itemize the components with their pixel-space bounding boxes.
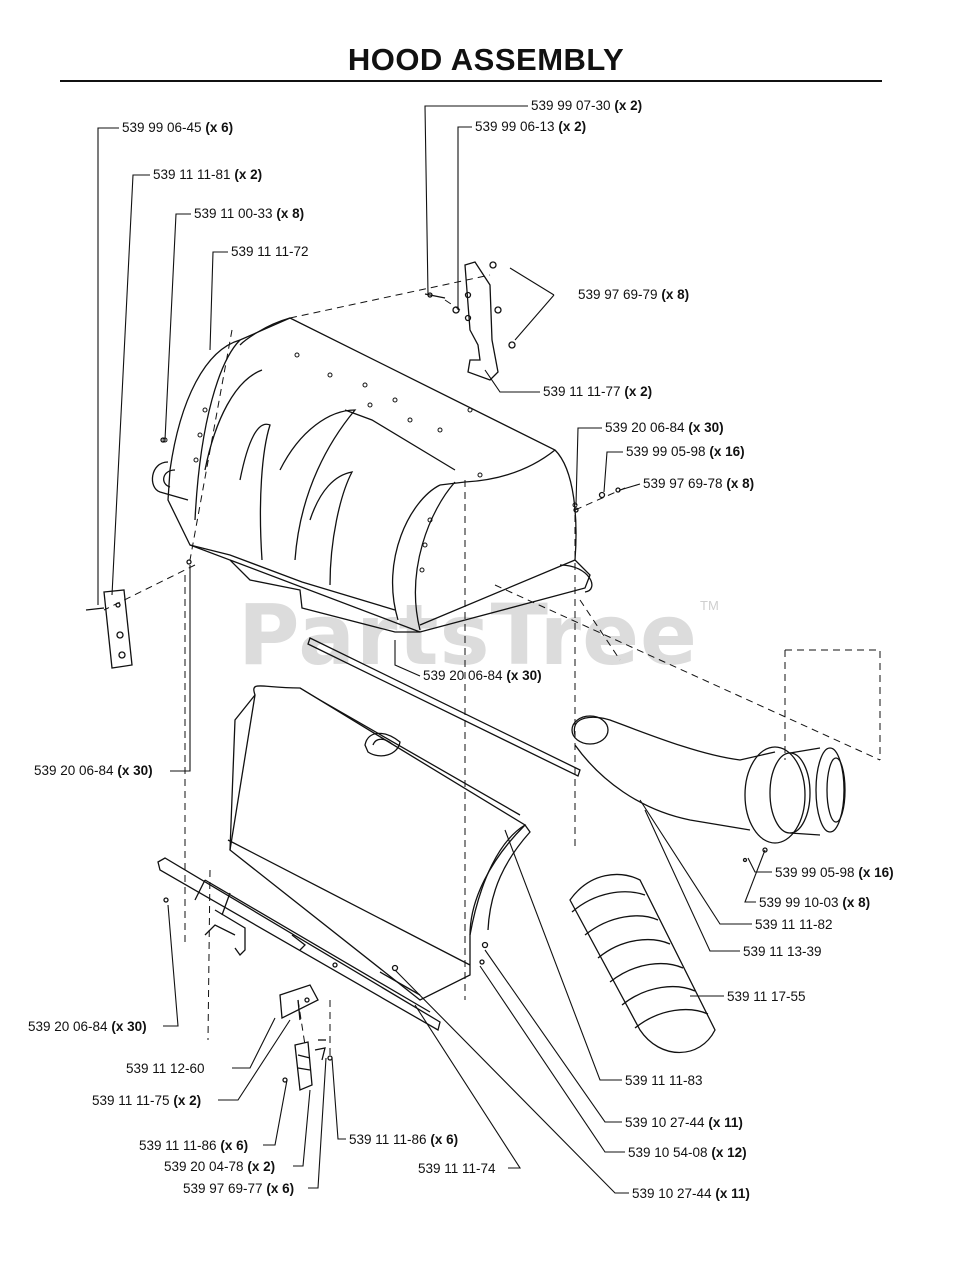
flexible-hose bbox=[569, 873, 716, 1053]
leader-lines bbox=[97, 105, 772, 1194]
title-rule bbox=[60, 80, 882, 82]
part-label: 539 99 06-45 (x 6) bbox=[122, 120, 234, 135]
seal-strip bbox=[307, 637, 581, 777]
part-label: 539 10 54-08 (x 12) bbox=[628, 1145, 747, 1160]
part-label: 539 99 06-13 (x 2) bbox=[475, 119, 587, 134]
part-label: 539 11 11-86 (x 6) bbox=[349, 1132, 459, 1147]
part-label: 539 20 04-78 (x 2) bbox=[164, 1159, 276, 1174]
hood-shell bbox=[151, 317, 593, 633]
assembly-centerlines bbox=[103, 274, 881, 1060]
part-label: 539 20 06-84 (x 30) bbox=[34, 763, 153, 778]
bracket-bolts bbox=[424, 292, 460, 314]
part-label: 539 11 11-86 (x 6) bbox=[139, 1138, 249, 1153]
watermark-trademark: TM bbox=[700, 598, 719, 613]
small-hardware bbox=[160, 437, 768, 965]
part-label: 539 99 10-03 (x 8) bbox=[759, 895, 871, 910]
part-label: 539 11 12-60 bbox=[126, 1061, 205, 1076]
part-label: 539 11 11-77 (x 2) bbox=[543, 384, 653, 399]
lower-hood-panel bbox=[227, 685, 531, 1001]
part-label: 539 20 06-84 (x 30) bbox=[28, 1019, 147, 1034]
part-label: 539 11 13-39 bbox=[743, 944, 822, 959]
part-label: 539 99 05-98 (x 16) bbox=[626, 444, 745, 459]
part-label: 539 20 06-84 (x 30) bbox=[423, 668, 542, 683]
part-label: 539 99 07-30 (x 2) bbox=[531, 98, 643, 113]
part-label: 539 11 11-81 (x 2) bbox=[153, 167, 263, 182]
hood-bracket bbox=[464, 261, 516, 381]
part-label: 539 99 05-98 (x 16) bbox=[775, 865, 894, 880]
part-label: 539 11 11-74 bbox=[418, 1161, 496, 1176]
hinge-rail bbox=[157, 857, 441, 1031]
part-label: 539 11 00-33 (x 8) bbox=[194, 206, 305, 221]
part-label: 539 11 11-75 (x 2) bbox=[92, 1093, 202, 1108]
part-label: 539 97 69-77 (x 6) bbox=[183, 1181, 295, 1196]
part-label: 539 10 27-44 (x 11) bbox=[632, 1186, 750, 1201]
part-label: 539 11 11-82 bbox=[755, 917, 833, 932]
part-label: 539 97 69-78 (x 8) bbox=[643, 476, 755, 491]
page-title: HOOD ASSEMBLY bbox=[347, 42, 625, 77]
part-label: 539 11 11-72 bbox=[231, 244, 309, 259]
part-label: 539 11 11-83 bbox=[625, 1073, 703, 1088]
part-label: 539 97 69-79 (x 8) bbox=[578, 287, 690, 302]
part-label: 539 11 17-55 bbox=[727, 989, 806, 1004]
left-bracket-plate bbox=[85, 559, 192, 669]
part-label: 539 10 27-44 (x 11) bbox=[625, 1115, 743, 1130]
watermark: PartsTree bbox=[238, 586, 699, 684]
part-label: 539 20 06-84 (x 30) bbox=[605, 420, 724, 435]
blower-elbow-tube bbox=[571, 715, 846, 844]
hood-bolt-holes bbox=[162, 352, 578, 573]
